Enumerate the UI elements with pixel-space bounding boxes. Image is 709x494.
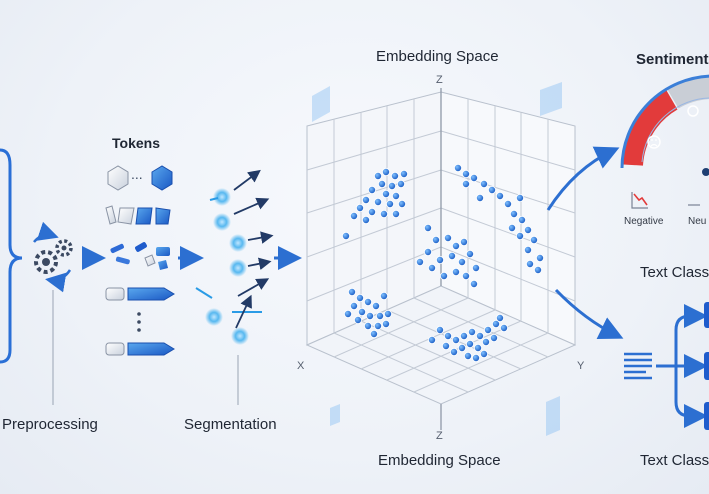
segmentation-vectors <box>195 169 274 345</box>
arrow-to-sentiment <box>546 146 620 211</box>
text-class-title-top: Text Class <box>640 264 709 281</box>
axis-x: X <box>297 360 305 372</box>
embedding-points <box>341 163 545 362</box>
arrow-to-classifier <box>554 288 624 339</box>
segmentation-label: Segmentation <box>184 416 277 433</box>
tokens-label: Tokens <box>112 135 160 151</box>
embedding-space-title-bottom: Embedding Space <box>378 452 501 469</box>
token-ellipsis: ... <box>131 166 143 182</box>
negative-trend-icon <box>631 192 648 209</box>
axis-z-top: Z <box>436 74 443 86</box>
sentiment-gauge <box>620 74 709 176</box>
axis-z-bottom: Z <box>436 430 443 442</box>
gears-icon <box>33 221 73 293</box>
negative-label: Negative <box>624 216 664 227</box>
axis-y: Y <box>577 360 585 372</box>
text-class-title-bottom: Text Class <box>640 452 709 469</box>
classifier-tree <box>624 302 709 430</box>
input-bracket <box>0 148 23 364</box>
token-column <box>105 165 175 356</box>
sentiment-title: Sentiment <box>636 51 709 68</box>
embedding-space-title-top: Embedding Space <box>376 48 499 65</box>
neutral-label: Neu <box>688 216 707 227</box>
preprocessing-label: Preprocessing <box>2 416 98 433</box>
